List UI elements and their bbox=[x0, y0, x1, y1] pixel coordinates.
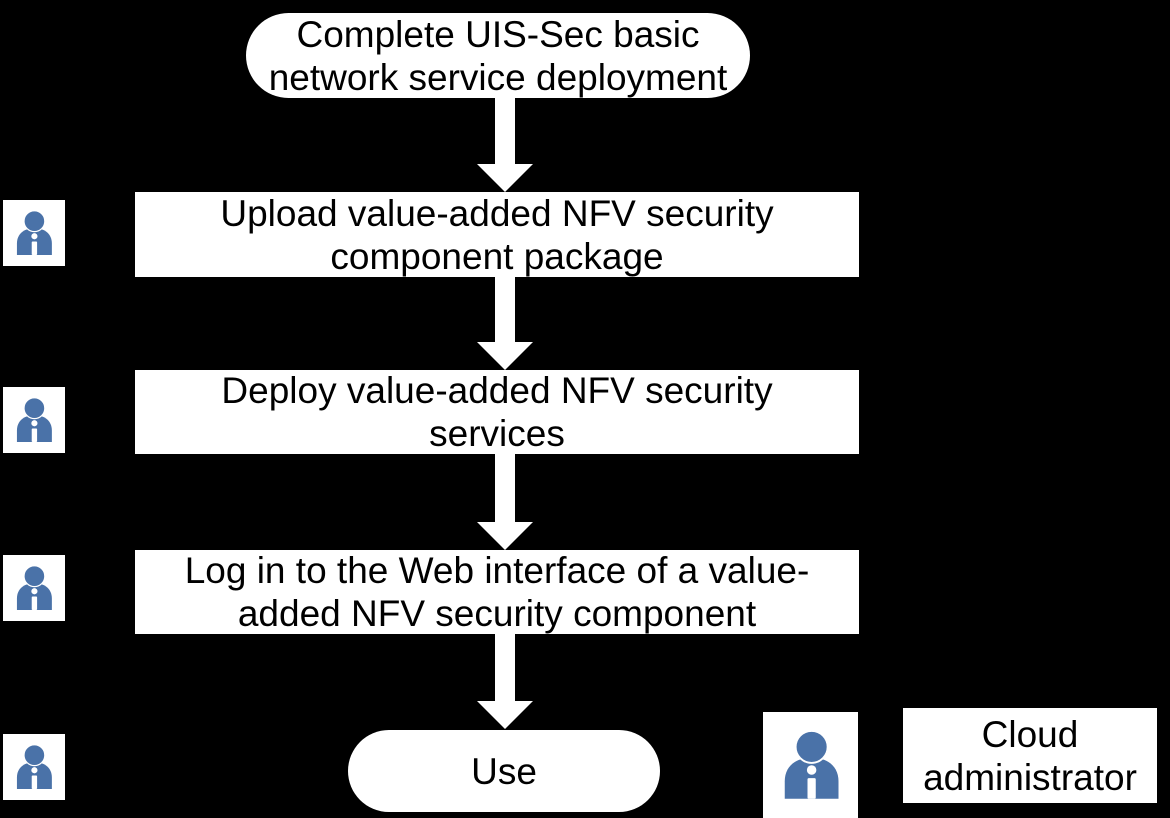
flow-arrow-down-icon bbox=[477, 98, 533, 192]
label-line: Deploy value-added NFV security bbox=[221, 370, 773, 411]
person-icon bbox=[3, 734, 65, 800]
person-icon bbox=[3, 200, 65, 266]
label-line: services bbox=[429, 413, 565, 454]
deploy-services-step: Deploy value-added NFV security services bbox=[135, 370, 859, 454]
cloud-administrator-label: Cloud administrator bbox=[903, 708, 1157, 803]
login-web-interface-step: Log in to the Web interface of a value- … bbox=[135, 550, 859, 634]
flow-arrow-down-icon bbox=[477, 454, 533, 550]
label-line: Use bbox=[471, 750, 537, 792]
label-line: Complete UIS-Sec basic bbox=[296, 13, 700, 55]
person-icon bbox=[3, 387, 65, 453]
label-line: administrator bbox=[923, 756, 1137, 798]
start-node: Complete UIS-Sec basic network service d… bbox=[246, 13, 750, 98]
label-line: Log in to the Web interface of a value- bbox=[184, 550, 810, 591]
label-line: Cloud bbox=[981, 713, 1079, 755]
label-line: component package bbox=[330, 235, 664, 277]
cloud-administrator-person-icon bbox=[763, 712, 858, 818]
label-line: added NFV security component bbox=[237, 593, 757, 634]
label-line: Upload value-added NFV security bbox=[220, 192, 774, 234]
flow-arrow-down-icon bbox=[477, 277, 533, 370]
use-node: Use bbox=[348, 730, 660, 812]
flow-arrow-down-icon bbox=[477, 634, 533, 729]
person-icon bbox=[3, 555, 65, 621]
label-line: network service deployment bbox=[268, 56, 728, 98]
upload-package-step: Upload value-added NFV security componen… bbox=[135, 192, 859, 277]
